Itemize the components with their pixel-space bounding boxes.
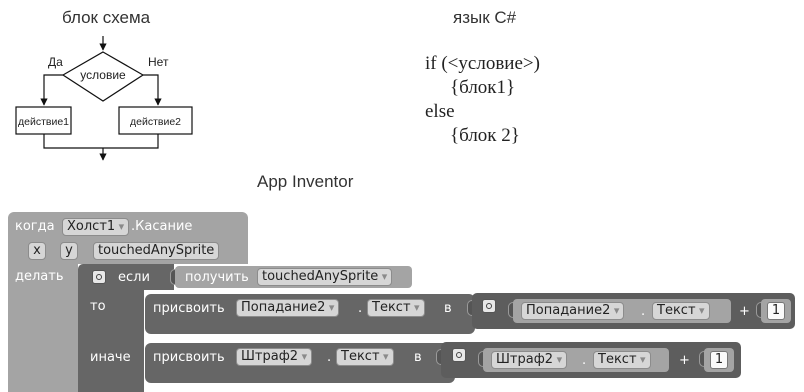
no-branch-arrow xyxy=(143,74,162,106)
else-get-dot: . xyxy=(582,353,587,368)
else-to-label: в xyxy=(414,350,422,365)
csharp-line-4: {блок 2} xyxy=(450,125,520,146)
decision-diamond xyxy=(61,51,145,102)
then-math-gear-icon[interactable] xyxy=(482,299,496,313)
action1-label: действие1 xyxy=(18,116,69,128)
else-get-property-dropdown[interactable]: Текст xyxy=(593,351,651,369)
merge-line xyxy=(43,134,159,149)
csharp-line-3: else xyxy=(425,101,455,122)
do-label: делать xyxy=(15,269,64,284)
mutator-gear-icon[interactable] xyxy=(92,270,106,284)
event-block-do-column xyxy=(8,262,78,392)
else-dot: . xyxy=(327,350,332,365)
csharp-line-1: if (<условие>) xyxy=(425,53,540,74)
action2-box xyxy=(118,106,193,135)
event-name: .Касание xyxy=(131,219,193,234)
yes-branch-arrow xyxy=(40,74,63,106)
param-y[interactable]: y xyxy=(60,242,78,260)
then-number-value[interactable]: 1 xyxy=(767,302,785,320)
condition-label: условие xyxy=(80,68,126,82)
flowchart-title: блок схема xyxy=(62,8,151,27)
then-get-dot: . xyxy=(641,304,646,319)
param-touchedanysprite[interactable]: touchedAnySprite xyxy=(93,242,220,260)
else-component-dropdown[interactable]: Штраф2 xyxy=(236,348,313,366)
then-plus-operator: + xyxy=(739,304,750,319)
then-operand-socket xyxy=(508,302,514,318)
else-get-component-dropdown[interactable]: Штраф2 xyxy=(491,351,568,369)
then-get-property-dropdown[interactable]: Текст xyxy=(652,302,710,320)
else-label: иначе xyxy=(90,350,131,365)
flowchart-diagram: условие Да Нет действие1 действие2 xyxy=(15,36,193,161)
when-label: когда xyxy=(15,219,55,234)
action1-box xyxy=(15,106,72,135)
else-plus-operator: + xyxy=(679,353,690,368)
then-dot: . xyxy=(358,301,363,316)
then-set-label: присвоить xyxy=(153,301,225,316)
then-component-dropdown[interactable]: Попадание2 xyxy=(236,299,340,317)
else-number-value[interactable]: 1 xyxy=(710,351,728,369)
else-value-socket xyxy=(436,349,442,365)
csharp-title: язык C# xyxy=(453,8,517,27)
then-to-label: в xyxy=(444,301,452,316)
then-label: то xyxy=(90,299,106,314)
if-label: если xyxy=(118,270,150,285)
then-get-component-dropdown[interactable]: Попадание2 xyxy=(521,302,625,320)
csharp-line-2: {блок1} xyxy=(450,77,516,98)
then-number-socket xyxy=(756,302,762,318)
action2-label: действие2 xyxy=(130,116,181,128)
no-label: Нет xyxy=(148,55,169,69)
then-value-socket xyxy=(467,300,473,316)
else-number-socket xyxy=(699,351,705,367)
then-property-dropdown[interactable]: Текст xyxy=(367,299,425,317)
else-operand-socket xyxy=(478,351,484,367)
appinventor-title: App Inventor xyxy=(257,172,354,191)
variable-dropdown[interactable]: touchedAnySprite xyxy=(257,268,393,286)
else-property-dropdown[interactable]: Текст xyxy=(336,348,394,366)
yes-label: Да xyxy=(48,55,63,69)
param-x[interactable]: x xyxy=(28,242,46,260)
else-set-label: присвоить xyxy=(153,350,225,365)
if-block-body xyxy=(78,288,144,392)
else-math-gear-icon[interactable] xyxy=(452,348,466,362)
component-dropdown[interactable]: Холст1 xyxy=(62,218,130,236)
if-condition-socket xyxy=(170,269,176,285)
get-label: получить xyxy=(185,270,249,285)
